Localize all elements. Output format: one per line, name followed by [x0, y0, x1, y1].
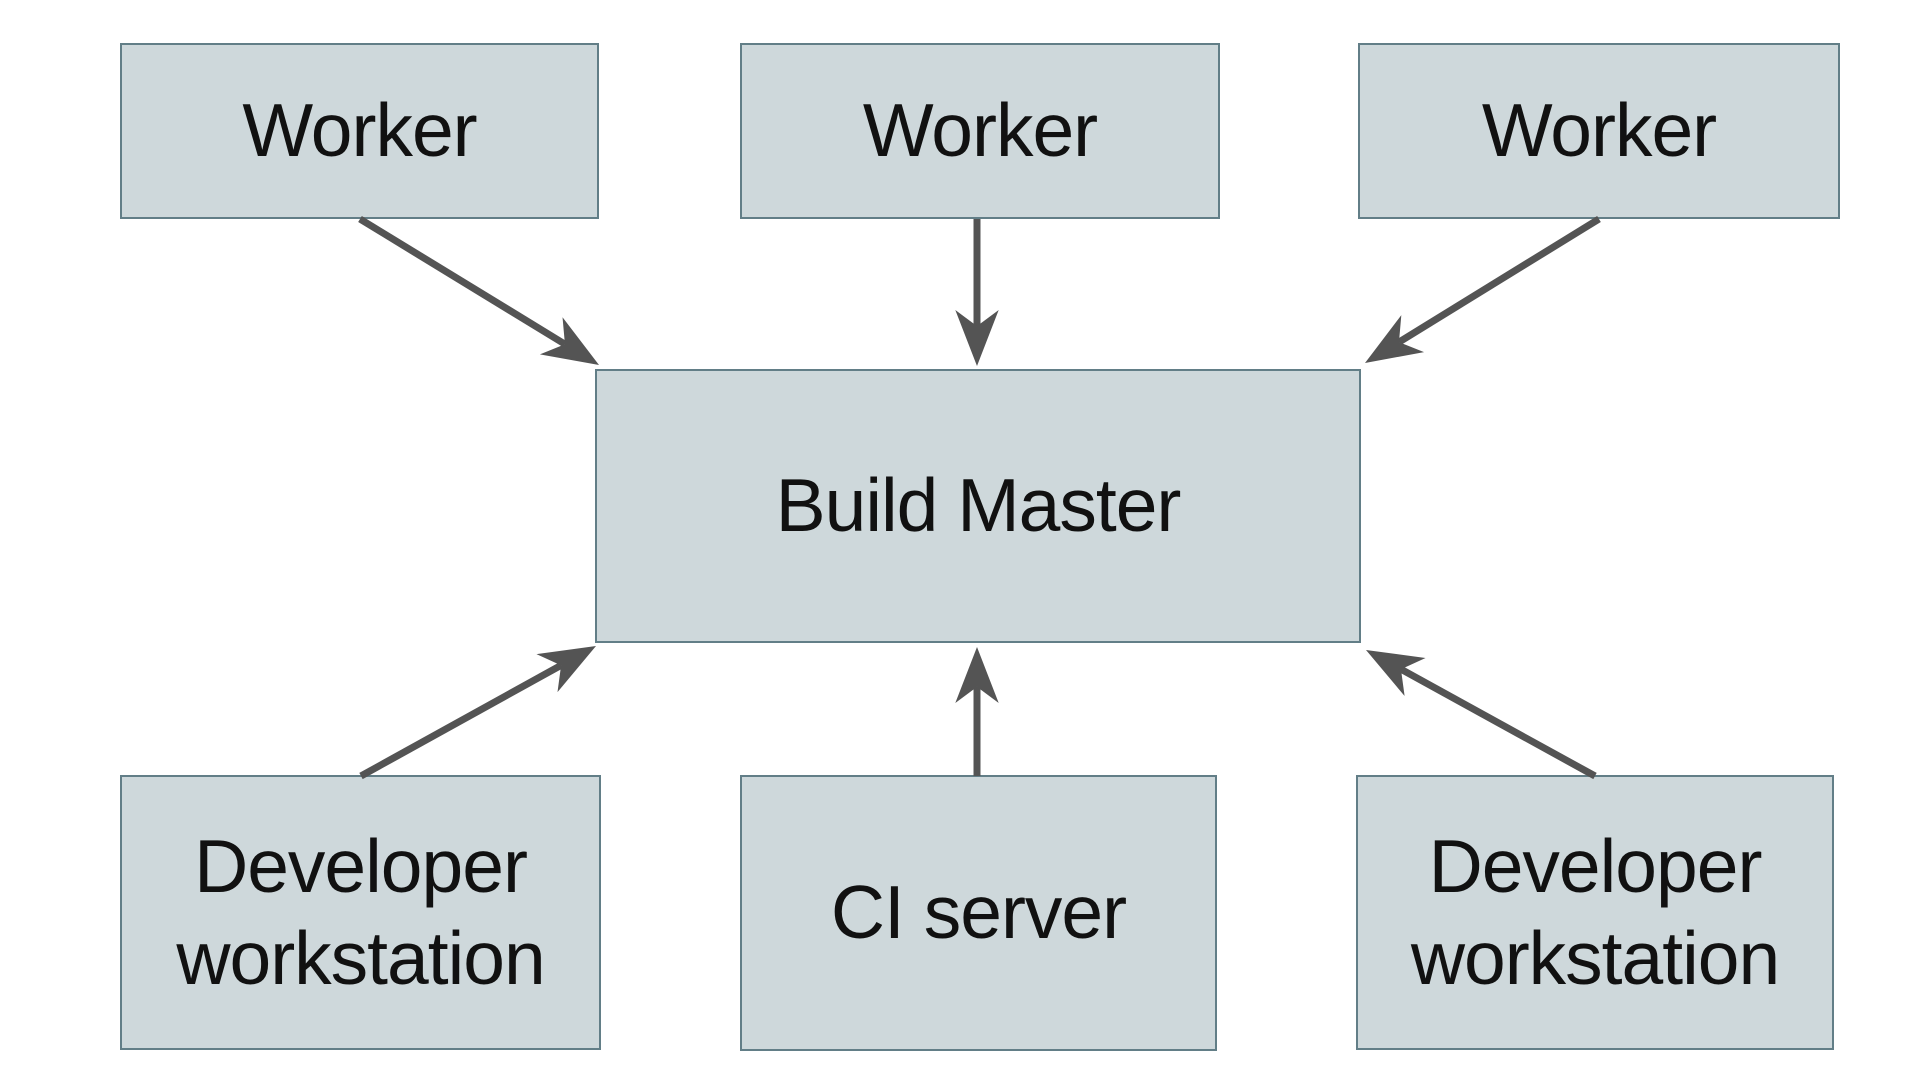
node-worker-2: Worker — [740, 43, 1220, 219]
node-developer-workstation-left: Developer workstation — [120, 775, 601, 1050]
node-developer-workstation-right: Developer workstation — [1356, 775, 1834, 1050]
node-worker-3: Worker — [1358, 43, 1840, 219]
node-ci-server: CI server — [740, 775, 1217, 1051]
node-build-master: Build Master — [595, 369, 1361, 643]
node-worker-1: Worker — [120, 43, 599, 219]
node-label: Developer workstation — [1410, 824, 1780, 1000]
node-label: Worker — [242, 88, 477, 173]
node-label: Build Master — [775, 463, 1182, 548]
node-label: CI server — [830, 870, 1127, 955]
node-label: Developer workstation — [176, 824, 545, 1000]
node-label: Worker — [862, 88, 1098, 173]
node-label: Worker — [1481, 88, 1717, 173]
